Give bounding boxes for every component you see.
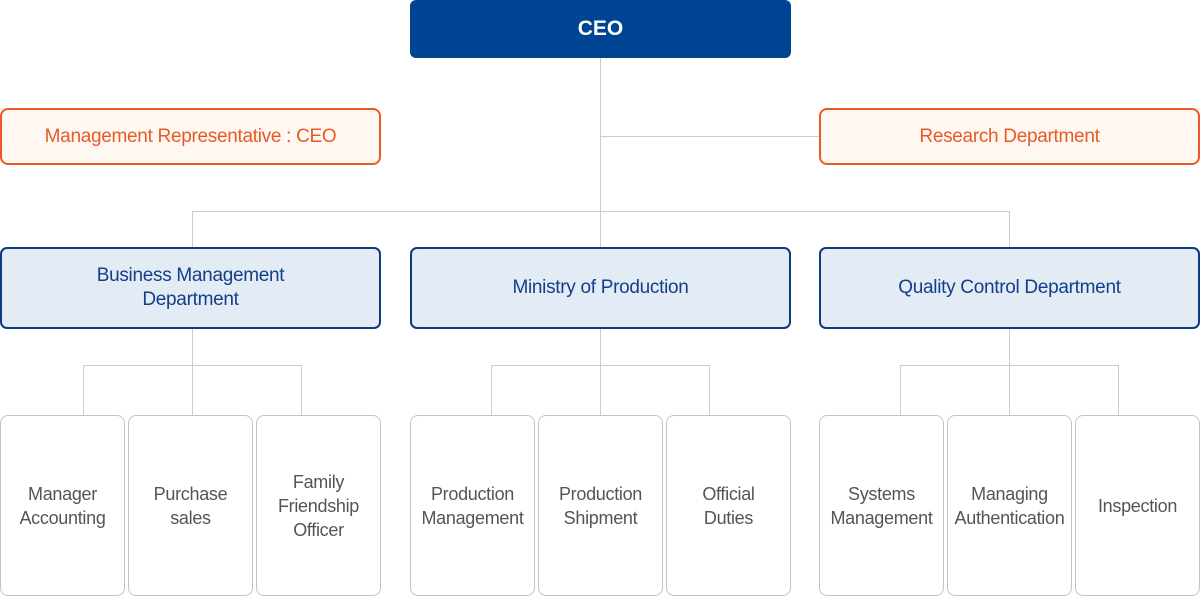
research-department-box: Research Department [819, 108, 1200, 165]
quality-control-department-box: Quality Control Department [819, 247, 1200, 329]
unit-production-shipment: Production Shipment [538, 415, 663, 596]
unit-official-duties: Official Duties [666, 415, 791, 596]
unit-family-friendship-officer: Family Friendship Officer [256, 415, 381, 596]
business-management-department-box: Business Management Department [0, 247, 381, 329]
management-representative-box: Management Representative : CEO [0, 108, 381, 165]
ministry-of-production-box: Ministry of Production [410, 247, 791, 329]
ceo-box: CEO [410, 0, 791, 58]
unit-inspection: Inspection [1075, 415, 1200, 596]
unit-managing-authentication: Managing Authentication [947, 415, 1072, 596]
unit-purchase-sales: Purchase sales [128, 415, 253, 596]
unit-manager-accounting: Manager Accounting [0, 415, 125, 596]
unit-systems-management: Systems Management [819, 415, 944, 596]
unit-production-management: Production Management [410, 415, 535, 596]
